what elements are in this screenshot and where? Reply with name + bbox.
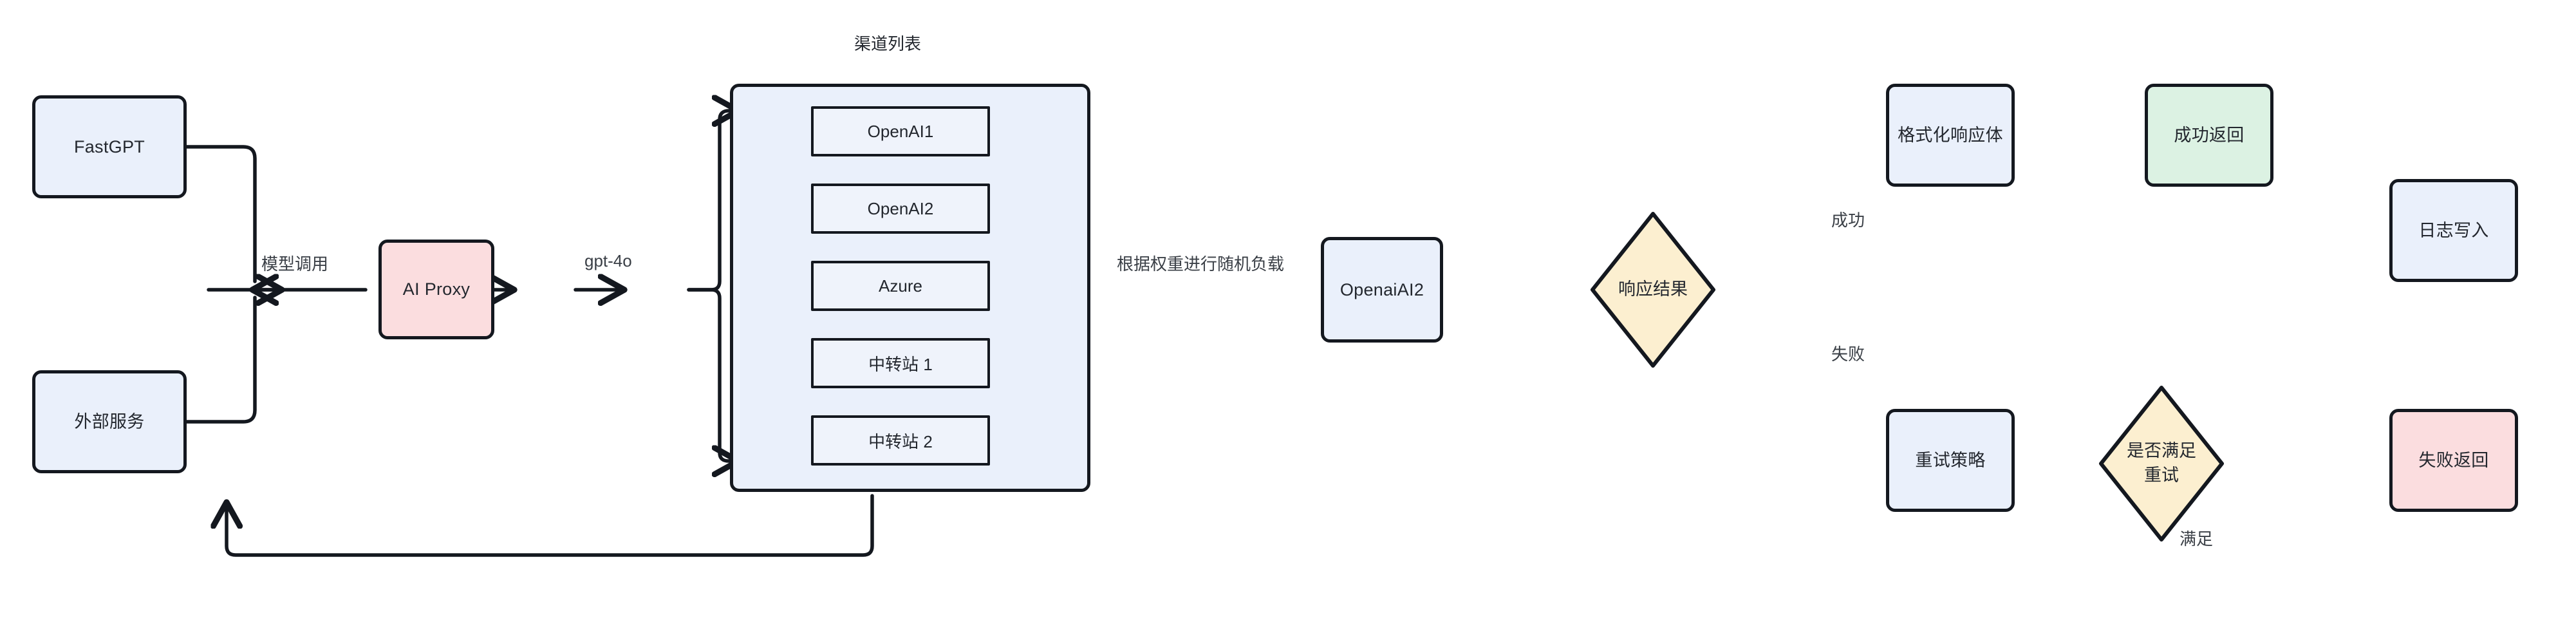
node-format-response-body[interactable]: 格式化响应体 xyxy=(1886,84,2015,187)
retry-condition-diamond-shape xyxy=(2099,386,2224,542)
channel-item-relay-2[interactable]: 中转站 2 xyxy=(811,415,990,466)
response-result-diamond-shape xyxy=(1591,212,1715,368)
response-result-label: 响应结果 xyxy=(1618,279,1688,299)
node-retry-policy[interactable]: 重试策略 xyxy=(1886,409,2015,512)
channel-item-openai1[interactable]: OpenAI1 xyxy=(811,106,990,156)
retry-condition-label: 是否满足 重试 xyxy=(2127,441,2196,485)
node-response-result[interactable]: 响应结果 xyxy=(1589,210,1717,370)
node-retry-condition[interactable]: 是否满足 重试 xyxy=(2097,384,2226,543)
node-failure-return[interactable]: 失败返回 xyxy=(2389,409,2518,512)
node-ai-proxy[interactable]: AI Proxy xyxy=(378,240,494,339)
node-external-service[interactable]: 外部服务 xyxy=(32,370,187,473)
node-success-return[interactable]: 成功返回 xyxy=(2145,84,2273,187)
edge-label-failure: 失败 xyxy=(1831,344,1865,364)
channel-item-relay-1[interactable]: 中转站 1 xyxy=(811,338,990,388)
node-fastgpt[interactable]: FastGPT xyxy=(32,95,187,198)
channel-item-azure[interactable]: Azure xyxy=(811,261,990,311)
channel-item-openai2[interactable]: OpenAI2 xyxy=(811,184,990,234)
edge-label-model-name: gpt-4o xyxy=(584,251,632,270)
edge-label-weighted-random-load: 根据权重进行随机负载 xyxy=(1117,254,1285,274)
edge-label-satisfied: 满足 xyxy=(2179,529,2214,549)
node-selected-channel[interactable]: OpenaiAI2 xyxy=(1321,237,1443,343)
node-log-write[interactable]: 日志写入 xyxy=(2389,179,2518,282)
channel-list-title: 渠道列表 xyxy=(854,34,922,53)
edge-label-success: 成功 xyxy=(1831,211,1865,230)
edge-label-model-call: 模型调用 xyxy=(261,254,329,274)
